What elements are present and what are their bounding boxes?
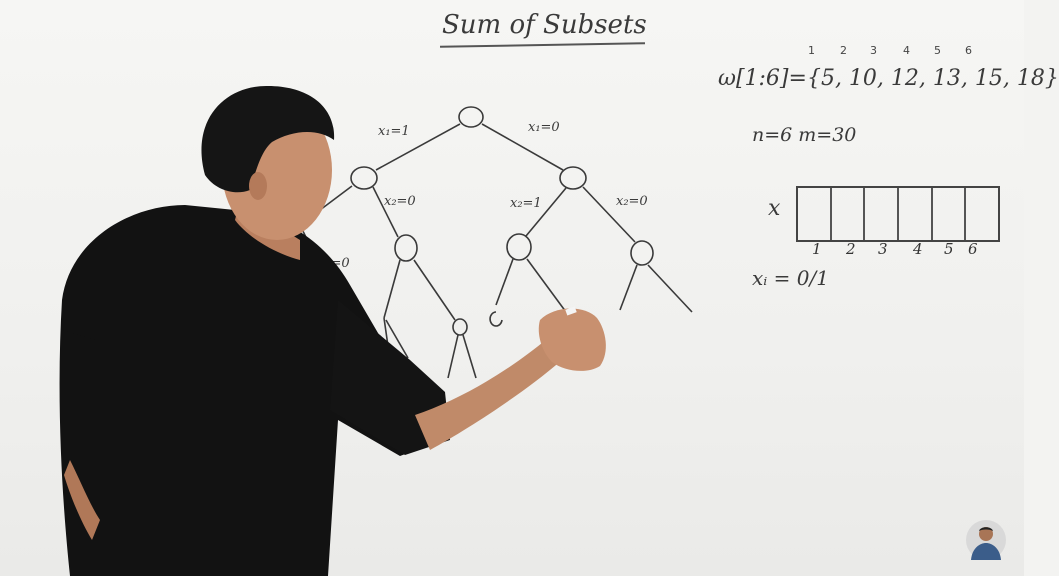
presenter-hand [538, 308, 606, 371]
array-index: 6 [968, 240, 978, 258]
edge-label-x2-zero-left: x₂=0 [384, 194, 416, 209]
state-space-tree [299, 106, 693, 379]
tree-edge [413, 259, 456, 321]
tree-node [506, 233, 532, 261]
tree-node [458, 106, 484, 128]
weight-index: 2 [840, 44, 847, 57]
weight-index: 6 [965, 44, 972, 57]
array-index: 3 [878, 240, 888, 258]
tree-edge [481, 123, 564, 171]
weight-index: 4 [903, 44, 910, 57]
weight-index: 3 [870, 44, 877, 57]
tree-edge [462, 334, 477, 379]
tree-node [489, 311, 503, 327]
tree-edge [383, 259, 401, 319]
x-array [796, 186, 1000, 242]
tree-edge [647, 264, 693, 313]
array-cell [798, 188, 832, 240]
x-array-label: x [768, 196, 781, 221]
array-index: 2 [846, 240, 856, 258]
array-cell [899, 188, 933, 240]
tree-node [394, 234, 418, 262]
tree-node [350, 166, 378, 190]
weights-set: ω[1:6]={5, 10, 12, 13, 15, 18} [718, 66, 1059, 91]
tree-edge [495, 258, 514, 306]
tree-edge [447, 334, 459, 379]
presenter-avatar-icon [966, 520, 1006, 560]
presenter-hair [201, 85, 335, 193]
tree-node [452, 318, 468, 336]
edge-label-x1-one: x₁=1 [378, 124, 410, 139]
array-cell [865, 188, 900, 240]
array-cell [933, 188, 967, 240]
board-title: Sum of Subsets [442, 10, 647, 40]
tree-node [630, 240, 654, 266]
presenter-left-hand [64, 460, 100, 540]
tree-edge [619, 264, 638, 311]
presenter-shirt [59, 205, 448, 576]
tree-edge [385, 319, 409, 359]
array-index: 4 [913, 240, 923, 258]
edge-label-x2-one: x₂=1 [510, 196, 542, 211]
weight-index: 1 [808, 44, 815, 57]
tree-edge [526, 258, 567, 313]
array-cell [832, 188, 866, 240]
edge-label-x2-zero-right: x₂=0 [616, 194, 648, 209]
array-index: 5 [944, 240, 954, 258]
tree-edge [525, 187, 567, 237]
presenter-left-arm [60, 330, 100, 500]
tree-edge [372, 186, 399, 238]
tree-edge [582, 186, 636, 243]
tree-node [559, 166, 587, 190]
xi-definition: xᵢ = 0/1 [752, 266, 829, 290]
weight-index: 5 [934, 44, 941, 57]
array-index: 1 [812, 240, 822, 258]
presenter [59, 85, 606, 576]
tree-edge [375, 123, 461, 171]
marker-icon [565, 306, 577, 316]
edge-label-x1-zero: x₁=0 [528, 120, 560, 135]
presenter-forearm [415, 338, 562, 450]
n-m-values: n=6 m=30 [752, 124, 857, 146]
presenter-ear [249, 172, 267, 200]
